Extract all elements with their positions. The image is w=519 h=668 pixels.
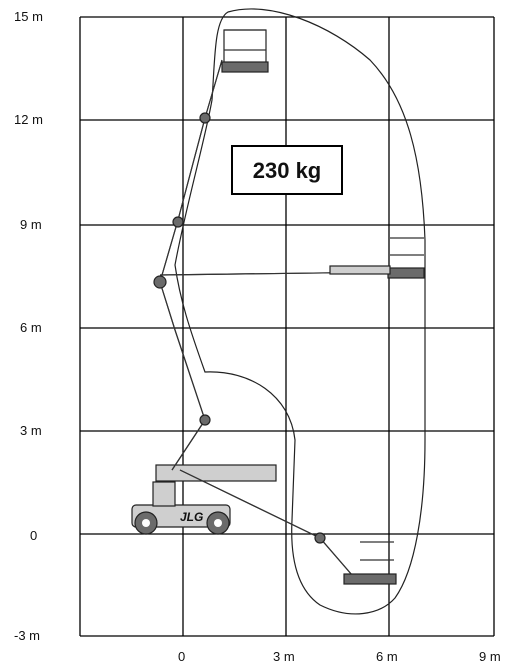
boom-joint (199, 414, 211, 426)
machine-illustration: JLG (131, 29, 425, 585)
y-tick-label: 3 m (20, 423, 42, 438)
x-tick-label: 9 m (479, 649, 501, 664)
brand-logo: JLG (180, 510, 203, 524)
y-tick-label: 6 m (20, 320, 42, 335)
grid (79, 16, 495, 637)
capacity-box (231, 145, 343, 195)
platform-mid (329, 237, 425, 279)
work-envelope-outline (174, 8, 426, 615)
turntable (152, 481, 176, 507)
boom-joint (199, 112, 211, 124)
boom-joint (314, 532, 326, 544)
x-tick-label: 6 m (376, 649, 398, 664)
capacity-label: 230 kg (253, 158, 322, 183)
y-tick-label: -3 m (14, 628, 40, 643)
y-tick-label: 12 m (14, 112, 43, 127)
counterweight-arm (155, 464, 277, 482)
wheel-hub (142, 519, 150, 527)
x-tick-label: 0 (178, 649, 185, 664)
platform-top (221, 29, 269, 73)
platform-low (343, 541, 397, 585)
y-tick-label: 15 m (14, 9, 43, 24)
boom-joint (153, 275, 167, 289)
y-tick-label: 9 m (20, 217, 42, 232)
wheel-hub (214, 519, 222, 527)
x-tick-label: 3 m (273, 649, 295, 664)
boom-joint (172, 216, 184, 228)
y-tick-label: 0 (30, 528, 37, 543)
